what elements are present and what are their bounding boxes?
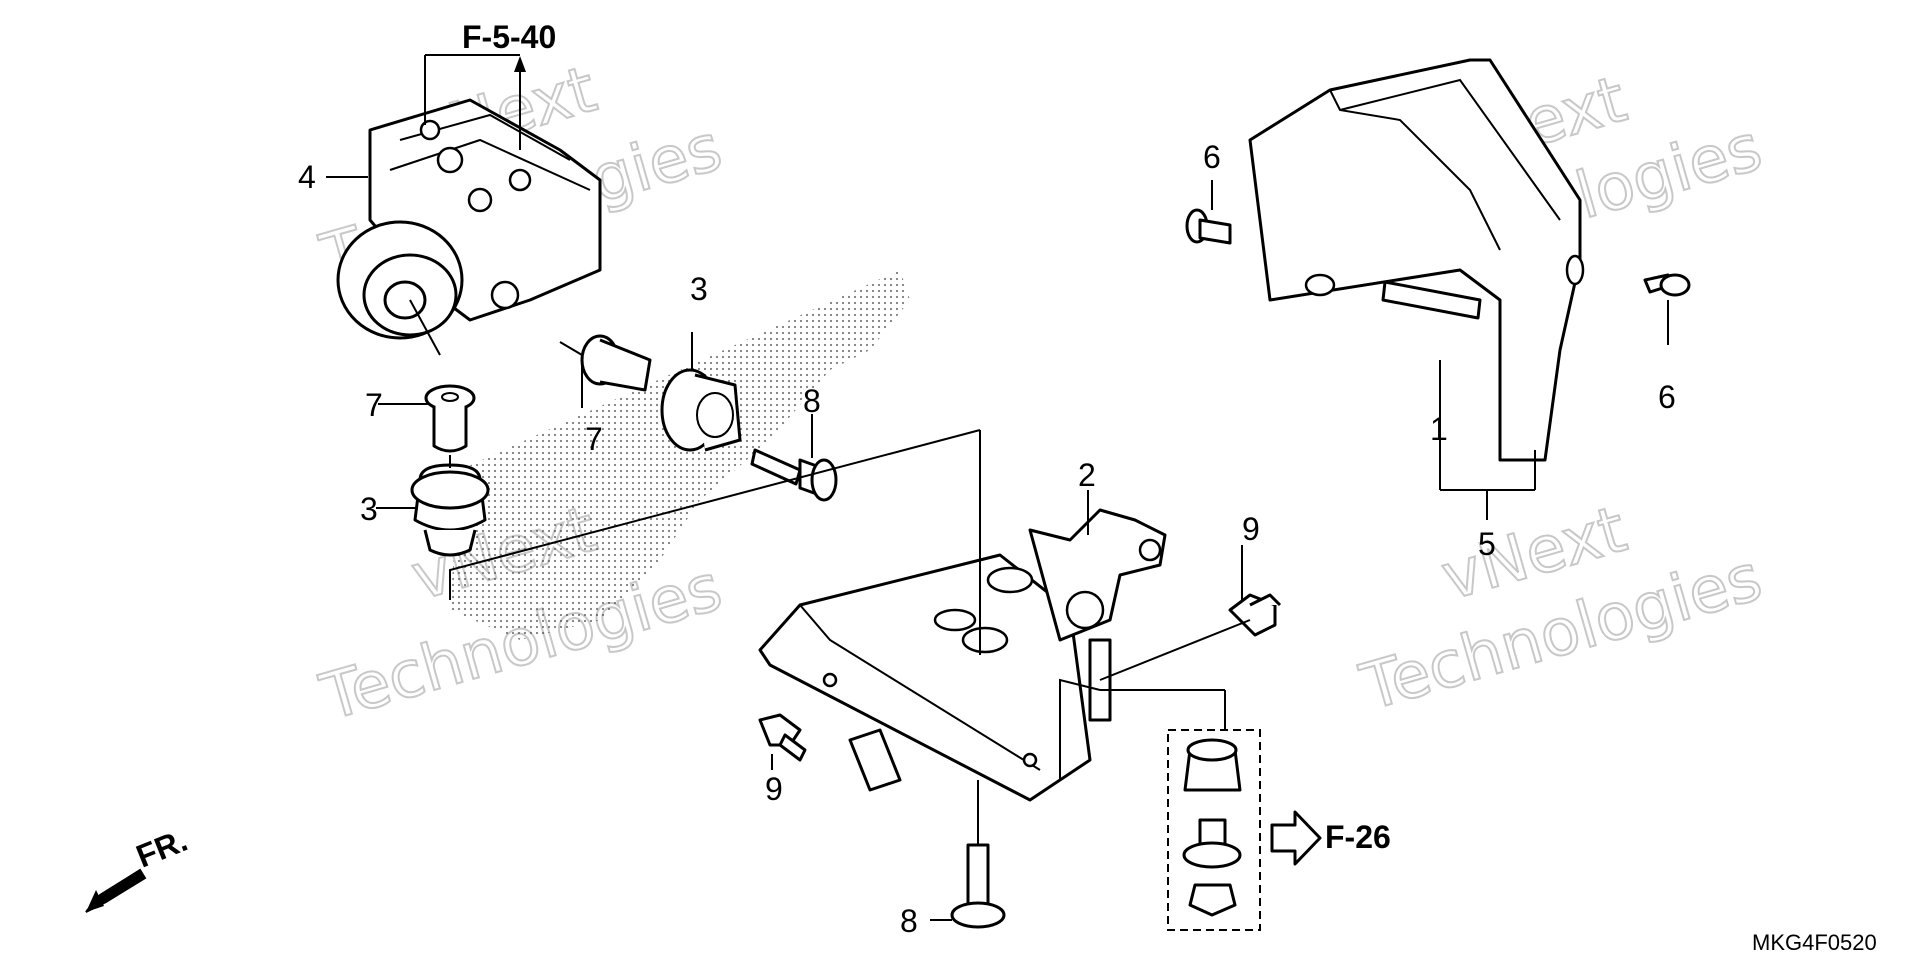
abs-modulator-unit bbox=[336, 98, 602, 340]
callout-labels: 4 7 3 7 3 8 2 9 9 8 6 6 1 5 bbox=[298, 139, 1676, 939]
svg-text:F-5-40: F-5-40 bbox=[462, 19, 556, 55]
svg-text:FR.: FR. bbox=[131, 822, 192, 875]
callout-7-center: 7 bbox=[585, 421, 603, 457]
callout-1: 1 bbox=[1430, 411, 1448, 447]
front-direction-arrow: FR. bbox=[85, 822, 192, 913]
mount-hardware-group bbox=[1167, 729, 1261, 931]
callout-6-right: 6 bbox=[1658, 379, 1676, 415]
callout-7-left: 7 bbox=[365, 387, 383, 423]
rubber-mount-center bbox=[660, 368, 742, 452]
reference-f-26: F-26 bbox=[1270, 810, 1391, 866]
callout-4: 4 bbox=[298, 159, 316, 195]
rubber-mount-left bbox=[410, 463, 490, 557]
flange-bolt-right bbox=[1228, 593, 1282, 637]
reference-f-5-40: F-5-40 bbox=[424, 19, 556, 150]
collar-left bbox=[424, 384, 476, 453]
bolt-upper bbox=[750, 448, 838, 502]
callout-5: 5 bbox=[1478, 526, 1496, 562]
cover-screw-right bbox=[1643, 273, 1691, 297]
collar-center bbox=[580, 334, 652, 392]
callout-6-left: 6 bbox=[1203, 139, 1221, 175]
leader-lines bbox=[326, 176, 1669, 921]
callout-9-right: 9 bbox=[1242, 511, 1260, 547]
cover-screw-left bbox=[1185, 208, 1232, 245]
abs-mounting-bracket bbox=[758, 508, 1167, 802]
callout-3-left: 3 bbox=[360, 491, 378, 527]
callout-8-lower: 8 bbox=[900, 903, 918, 939]
flange-bolt-left bbox=[758, 713, 807, 762]
svg-text:F-26: F-26 bbox=[1325, 819, 1391, 855]
bolt-lower bbox=[950, 843, 1006, 929]
callout-3-center: 3 bbox=[690, 271, 708, 307]
drawing-code: MKG4F0520 bbox=[1752, 930, 1877, 955]
callout-9-left: 9 bbox=[765, 771, 783, 807]
callout-8-upper: 8 bbox=[803, 383, 821, 419]
callout-2: 2 bbox=[1078, 457, 1096, 493]
abs-cover bbox=[1248, 58, 1585, 462]
dotted-shadow bbox=[450, 270, 910, 640]
